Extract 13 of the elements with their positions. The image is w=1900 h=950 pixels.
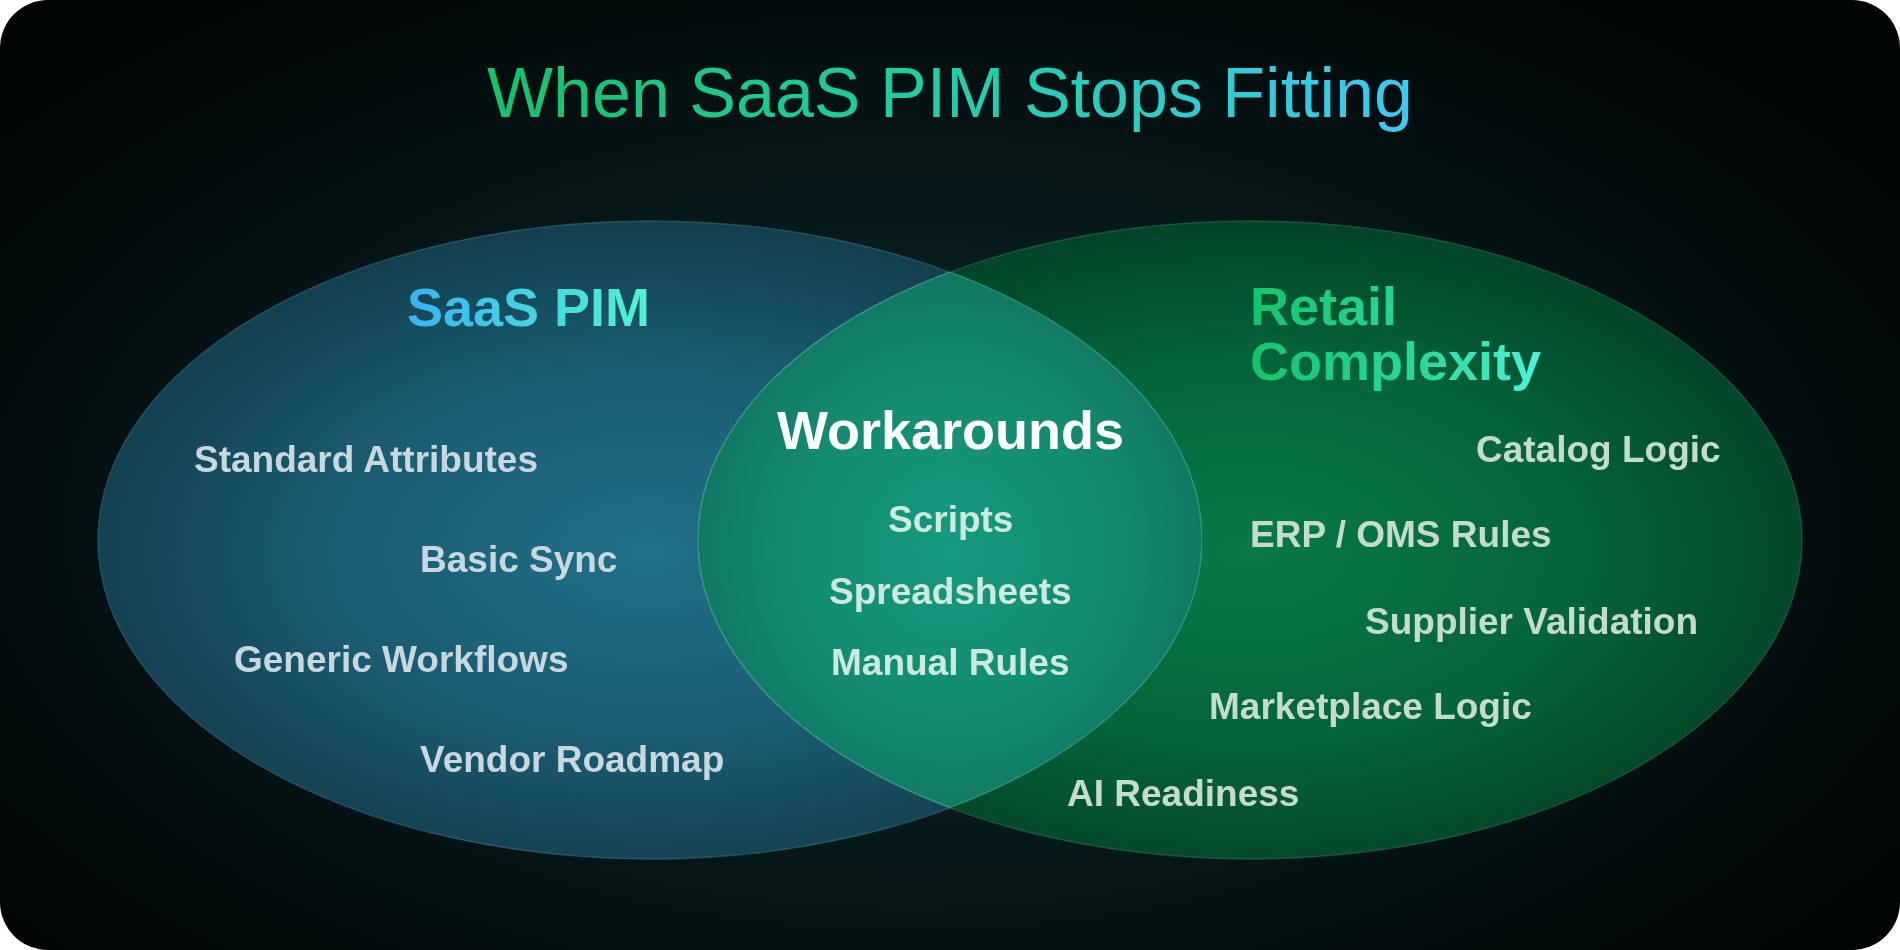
item-label: Spreadsheets (829, 570, 1072, 615)
item-label: Supplier Validation (1365, 600, 1699, 644)
item-label: Basic Sync (420, 538, 618, 582)
item-label: Vendor Roadmap (420, 738, 725, 782)
overlap-heading: Workarounds (777, 399, 1125, 463)
item-label: Standard Attributes (194, 438, 538, 482)
item-label: Marketplace Logic (1209, 685, 1532, 729)
item-label: ERP / OMS Rules (1250, 513, 1552, 557)
item-label: Generic Workflows (234, 638, 569, 682)
item-label: Manual Rules (831, 641, 1070, 686)
item-label: Catalog Logic (1476, 428, 1721, 472)
item-label: AI Readiness (1067, 772, 1300, 816)
item-label: Scripts (888, 498, 1014, 543)
